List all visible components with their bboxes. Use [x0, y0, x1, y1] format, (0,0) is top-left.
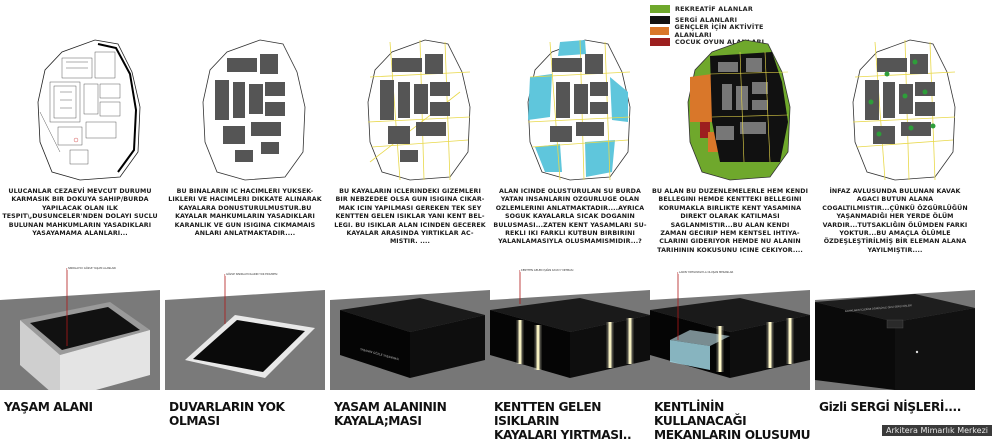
site-plan-light-lines [367, 39, 471, 181]
panel-2: BU BINALARIN IC HACIMLERI YUKSEK- LIKLER… [165, 0, 325, 440]
panel-caption: İNFAZ AVLUSUNDA BULUNAN KAVAK AGACI BUTU… [822, 188, 968, 254]
panel-title: Gizli SERGİ NİŞLERİ.... [819, 400, 961, 414]
legend-item-youth: GENÇLER İÇİN AKTİVİTE ALANLARI [650, 23, 800, 39]
legend-swatch [650, 27, 670, 35]
credit-watermark: Arkitera Mimarlık Merkezi [882, 425, 992, 436]
legend-item-exhibition: SERGİ ALANLARI [650, 15, 800, 25]
panel-caption: BU KAYALARIN ICLERINDEKI GIZEMLERI BIR N… [334, 188, 486, 246]
legend-item-playground: COCUK OYUN ALANLARI [650, 37, 800, 47]
legend-swatch [650, 38, 670, 46]
legend-label: SERGİ ALANLARI [675, 16, 738, 24]
panel-title: KENTLİNİN KULLANACAĞI MEKANLARIN OLUSUMU [654, 400, 811, 442]
legend: REKREATİF ALANLAR SERGİ ALANLARI GENÇLER… [650, 4, 800, 48]
site-plan-volumes [202, 39, 306, 181]
panel-1: ULUCANLAR CEZAEVİ MEVCUT DURUMU KARMASIK… [0, 0, 160, 440]
panel-5: BU ALAN BU DUZENLEMELERLE HEM KENDI BELL… [650, 0, 811, 442]
panel-caption: BU BINALARIN IC HACIMLERI YUKSEK- LIKLER… [168, 188, 322, 238]
site-plan-poplars [852, 39, 956, 181]
panel-caption: BU ALAN BU DUZENLEMELERLE HEM KENDI BELL… [652, 188, 809, 254]
panel-title: DUVARLARIN YOK OLMASI [169, 400, 285, 428]
panel-title: KENTTEN GELEN ISIKLARIN KAYALARI YIRTMAS… [494, 400, 632, 442]
render-label: KAVAKLARIN İÇLERİNE DÖNÜŞÜYLE GİZLİ SERG… [845, 304, 912, 313]
legend-label: GENÇLER İÇİN AKTİVİTE ALANLARI [674, 23, 764, 39]
panel-caption: ALAN ICINDE OLUSTURULAN SU BURDA YATAN I… [493, 188, 647, 246]
render-label: KENTTEN GELEN IŞIĞIN KAYAYI YIRTMASI [521, 267, 574, 272]
legend-swatch [650, 16, 670, 24]
render-label: SINIRLAYICI GÖZLE YAŞAM ALANLARI [68, 265, 116, 270]
panel-6: İNFAZ AVLUSUNDA BULUNAN KAVAK AGACI BUTU… [815, 0, 975, 440]
panel-title: YASAM ALANININ KAYALA;MASI [334, 400, 447, 428]
site-plan-existing [37, 39, 141, 181]
legend-label: COCUK OYUN ALANLARI [675, 38, 765, 46]
site-plan-zones [687, 39, 791, 181]
panel-title: YAŞAM ALANI [4, 400, 93, 414]
render-urban-spaces: LARIN YIRTILMASIYLA OLUŞAN MEKANLAR [650, 260, 810, 390]
site-plan-water [527, 39, 631, 181]
render-living-area: SINIRLAYICI GÖZLE YAŞAM ALANLARI [0, 260, 160, 390]
legend-label: REKREATİF ALANLAR [675, 5, 753, 13]
render-light-tears: KENTTEN GELEN IŞIĞIN KAYAYI YIRTMASI [490, 260, 650, 390]
panel-caption: ULUCANLAR CEZAEVİ MEVCUT DURUMU KARMASIK… [2, 188, 158, 238]
legend-item-recreation: REKREATİF ALANLAR [650, 4, 800, 14]
panel-4: ALAN ICINDE OLUSTURULAN SU BURDA YATAN I… [490, 0, 650, 442]
render-rock-block: YAŞAMIN GÖZLE YAŞANMASI [330, 260, 490, 390]
render-label: GÖZLE SINIRLAYICILARIN YOK EDILMESI [226, 271, 278, 276]
legend-swatch [650, 5, 670, 13]
render-hidden-niches: KAVAKLARIN İÇLERİNE DÖNÜŞÜYLE GİZLİ SERG… [815, 260, 975, 390]
panel-3: BU KAYALARIN ICLERINDEKI GIZEMLERI BIR N… [330, 0, 490, 440]
render-walls-removed: GÖZLE SINIRLAYICILARIN YOK EDILMESI [165, 260, 325, 390]
render-label: LARIN YIRTILMASIYLA OLUŞAN MEKANLAR [679, 270, 733, 274]
